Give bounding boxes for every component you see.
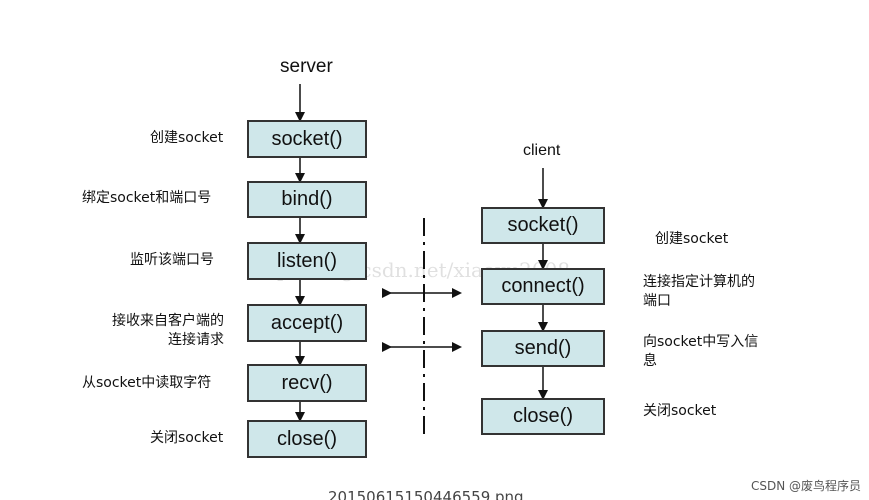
server-socket-desc: 创建socket	[150, 130, 224, 146]
client-close-box: close()	[481, 398, 605, 435]
server-accept-box: accept()	[247, 304, 367, 342]
image-filename: 20150615150446559.png	[328, 488, 524, 500]
client-send-box: send()	[481, 330, 605, 367]
server-recv-desc: 从socket中读取字符	[82, 375, 212, 391]
client-title: client	[523, 142, 561, 159]
client-connect-box: connect()	[481, 268, 605, 305]
server-close-desc: 关闭socket	[150, 430, 224, 446]
server-recv-box: recv()	[247, 364, 367, 402]
server-bind-box: bind()	[247, 181, 367, 218]
client-send-desc-line1: 向socket中写入信	[643, 334, 759, 350]
server-accept-desc-line1: 接收来自客户端的	[112, 313, 224, 329]
server-listen-desc: 监听该端口号	[130, 252, 214, 268]
client-connect-desc-line2: 端口	[643, 293, 671, 309]
client-connect-desc-line1: 连接指定计算机的	[643, 274, 755, 290]
client-send-desc-line2: 息	[643, 353, 657, 369]
client-socket-box: socket()	[481, 207, 605, 244]
server-title: server	[280, 56, 333, 77]
client-close-desc: 关闭socket	[643, 403, 717, 419]
server-listen-box: listen()	[247, 242, 367, 280]
server-socket-box: socket()	[247, 120, 367, 158]
server-close-box: close()	[247, 420, 367, 458]
server-accept-desc-line2: 连接请求	[168, 332, 224, 348]
client-socket-desc: 创建socket	[655, 231, 729, 247]
csdn-credit: CSDN @废鸟程序员	[750, 479, 861, 493]
server-bind-desc: 绑定socket和端口号	[82, 190, 212, 206]
